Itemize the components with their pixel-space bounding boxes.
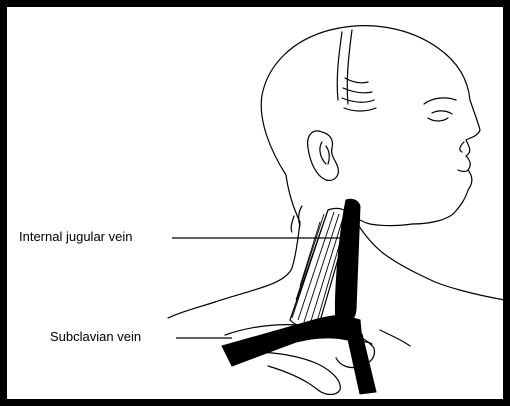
eyebrow xyxy=(424,98,456,104)
ear xyxy=(308,131,339,180)
subclavian-vein xyxy=(222,315,362,366)
mouth xyxy=(458,170,468,172)
head-outline xyxy=(261,26,470,222)
eye xyxy=(428,111,452,121)
collar-detail xyxy=(380,330,410,346)
back-of-neck xyxy=(215,222,300,302)
brachiocephalic-vein xyxy=(346,330,376,394)
first-rib xyxy=(252,352,340,395)
jawline xyxy=(352,214,412,226)
hairline xyxy=(337,30,352,104)
front-of-neck xyxy=(352,214,505,300)
neck-skin-folds xyxy=(291,206,302,232)
subclavian-vein-label: Subclavian vein xyxy=(50,329,141,345)
shoulder xyxy=(168,302,215,318)
ear-inner xyxy=(320,142,329,164)
internal-jugular-vein-label: Internal jugular vein xyxy=(19,229,132,245)
internal-jugular-vein xyxy=(335,199,360,322)
nostril xyxy=(460,142,464,152)
